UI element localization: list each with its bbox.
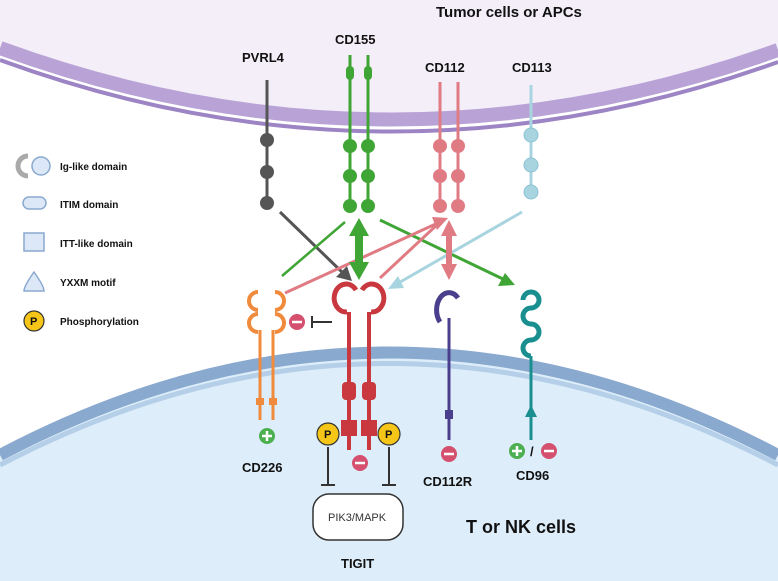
cd226-receptor [247,290,286,420]
svg-text:P: P [30,316,37,328]
tigit-label: TIGIT [341,556,374,571]
cd112r-label: CD112R [423,474,473,489]
interaction-arrows [278,210,523,295]
svg-text:P: P [324,429,331,441]
tigit-inhibitory-icon [352,455,368,471]
svg-text:P: P [385,429,392,441]
legend: Ig-like domain ITIM domain ITT-like doma… [15,153,139,332]
pvrl4-ligand [260,80,274,210]
legend-itim-label: ITIM domain [60,200,118,211]
cd155-ligand [343,55,375,213]
tumor-cells-title: Tumor cells or APCs [436,4,582,21]
cd96-label: CD96 [516,468,549,483]
legend-itt-like-label: ITT-like domain [60,239,133,250]
ig-like-domain-icon [15,153,51,179]
cd226-inhibition-icon [289,314,332,330]
cd113-ligand [523,85,539,200]
phosphorylation-icon: P [23,310,45,332]
pik3-mapk-box: PIK3/MAPK [312,493,404,541]
cd226-activating-icon [259,428,275,444]
cd155-label: CD155 [335,32,375,47]
cd113-label: CD113 [512,60,552,75]
tigit-receptor [331,281,387,450]
legend-ig-like-label: Ig-like domain [60,162,127,173]
pvrl4-label: PVRL4 [242,50,285,65]
cd96-receptor [520,289,542,440]
cd112-label: CD112 [425,60,465,75]
tigit-phosphorylation-right: P [377,422,401,446]
itt-like-domain-icon [23,232,45,252]
tumor-cell-membrane [0,0,778,134]
cd112r-receptor [434,290,461,440]
legend-phosphorylation-label: Phosphorylation [60,317,139,328]
pathway-inhibition-lines [321,447,396,486]
cd112-ligand [433,82,465,213]
cd96-inhibitory-icon [541,443,557,459]
pik3-mapk-label: PIK3/MAPK [328,512,387,524]
cd112r-inhibitory-icon [441,446,457,462]
cd96-separator: / [530,444,534,459]
cd96-activating-icon [509,443,525,459]
legend-yxxm-label: YXXM motif [60,278,116,289]
t-nk-cells-title: T or NK cells [466,517,576,537]
itim-domain-icon [22,196,47,210]
yxxm-motif-icon [23,270,45,292]
tigit-phosphorylation-left: P [316,422,340,446]
cd226-label: CD226 [242,460,282,475]
